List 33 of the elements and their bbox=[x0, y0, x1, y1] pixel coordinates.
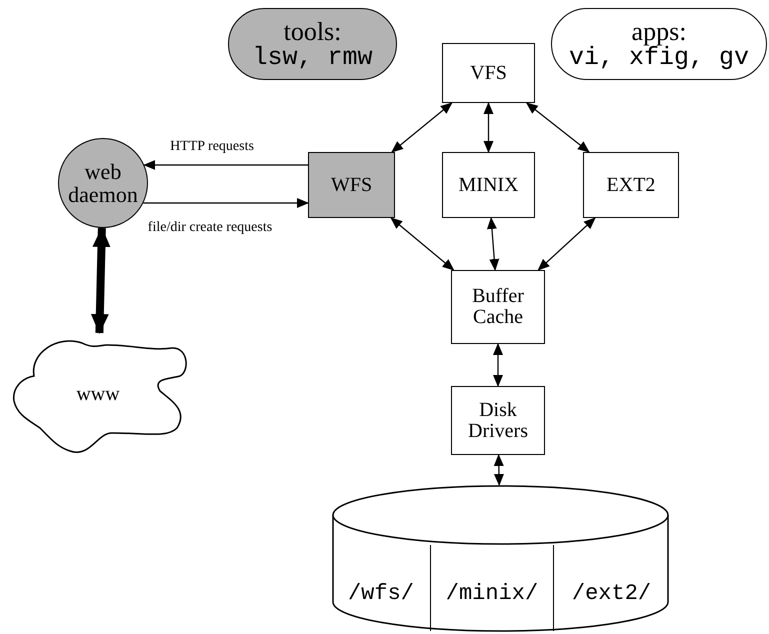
arrow bbox=[494, 454, 504, 486]
node-label: web daemon bbox=[67, 160, 139, 206]
thick-arrow bbox=[90, 227, 110, 334]
process-box bbox=[442, 43, 535, 103]
node-heading: tools: bbox=[284, 18, 342, 44]
folder-path: /ext2/ bbox=[572, 582, 652, 604]
arrow bbox=[391, 102, 453, 153]
folder-path: /wfs/ bbox=[348, 582, 414, 604]
arrow bbox=[526, 102, 590, 153]
disk-cylinder bbox=[332, 485, 669, 633]
node-body: vi, xfig, gv bbox=[568, 44, 750, 70]
node-label: www bbox=[76, 384, 120, 404]
arrow bbox=[493, 343, 503, 387]
node-label: MINIX bbox=[458, 174, 518, 196]
node-label: Buffer Cache bbox=[471, 286, 525, 328]
node-label: EXT2 bbox=[606, 174, 656, 196]
process-box bbox=[451, 386, 545, 455]
arrow bbox=[484, 102, 494, 153]
node-label: VFS bbox=[470, 62, 507, 84]
node-heading: apps: bbox=[632, 18, 686, 44]
node-label: WFS bbox=[330, 174, 372, 196]
arrow bbox=[538, 217, 596, 271]
arrow bbox=[390, 217, 454, 271]
process-box bbox=[442, 152, 535, 218]
process-box bbox=[583, 152, 679, 218]
process-box bbox=[451, 270, 545, 344]
process-box bbox=[308, 152, 395, 218]
node-label: Disk Drivers bbox=[467, 400, 529, 442]
arrow bbox=[486, 217, 500, 271]
folder-path: /minix/ bbox=[446, 582, 538, 604]
node-body: lsw, rmw bbox=[252, 44, 373, 70]
arrow bbox=[143, 160, 308, 170]
arrow bbox=[143, 198, 309, 208]
